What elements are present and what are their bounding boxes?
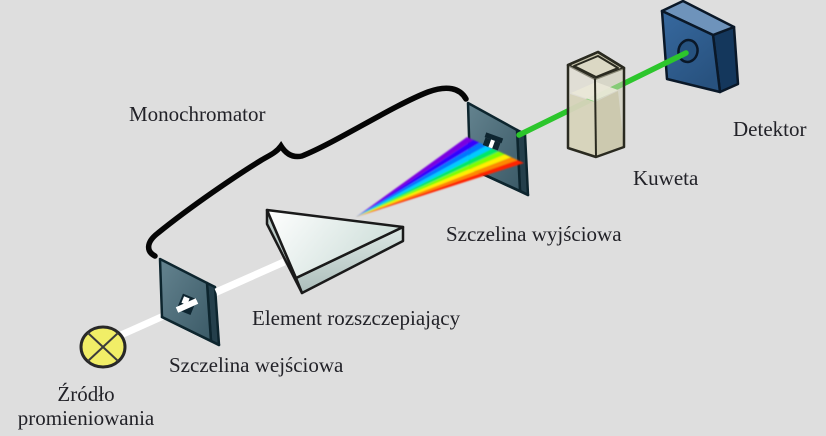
monochromator-brace [145,85,469,259]
white-beam-through-slit [175,298,199,313]
exit-slit-aperture [482,132,504,151]
radiation-source-label-line2: promieniowania [17,405,155,430]
monochromator-label: Monochromator [129,102,266,126]
prism-icon [265,208,405,295]
cuvette-icon [566,50,626,159]
detector-label: Detektor [733,117,807,141]
radiation-source-label-line1: Źródło [57,382,115,406]
entrance-slit-label: Szczelina wejściowa [169,353,344,377]
dispersing-element-label: Element rozszczepiający [252,306,461,330]
rainbow-beam [356,137,524,217]
white-beam-to-prism [214,258,286,296]
radiation-source-label: Źródło promieniowania [0,382,172,430]
radiation-source-icon [79,325,127,369]
exit-slit-label: Szczelina wyjściowa [446,222,622,246]
cuvette-label: Kuweta [633,166,699,190]
detector-icon [660,0,740,94]
